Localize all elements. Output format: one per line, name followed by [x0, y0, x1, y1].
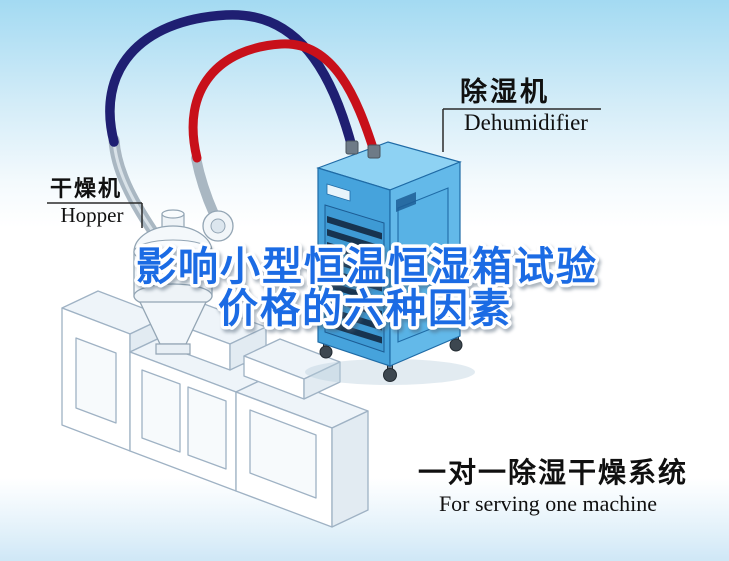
hose-fitting-right: [367, 144, 381, 159]
dehumidifier-label-en: Dehumidifier: [464, 110, 588, 135]
dehumidifier-label-zh: 除湿机: [460, 76, 550, 107]
system-caption: 一对一除湿干燥系统 For serving one machine: [418, 456, 688, 516]
caption-en: For serving one machine: [439, 491, 657, 516]
hopper-dryer: [108, 134, 234, 355]
door-handle: [400, 268, 406, 281]
hopper-return-pipe: [191, 153, 219, 219]
hose-return-red: [188, 39, 379, 163]
hose-supply-navy: [105, 10, 357, 152]
main-title-line2: 价格的六种因素: [218, 287, 512, 331]
brand-sticker: [396, 192, 416, 212]
control-chip: [326, 183, 351, 202]
main-title-line1: 影响小型恒温恒湿箱试验: [136, 245, 598, 289]
caption-zh: 一对一除湿干燥系统: [418, 456, 688, 488]
service-door: [397, 187, 449, 343]
hopper-label: 干燥机 Hopper: [47, 176, 143, 228]
hopper-label-zh: 干燥机: [50, 176, 122, 201]
dehumidifier-machine: [305, 140, 475, 385]
main-title: 影响小型恒温恒湿箱试验 价格的六种因素: [133, 242, 600, 335]
hopper-label-en: Hopper: [61, 203, 124, 227]
dehumidifier-label: 除湿机 Dehumidifier: [442, 76, 601, 152]
hose-fitting-left: [345, 140, 359, 155]
